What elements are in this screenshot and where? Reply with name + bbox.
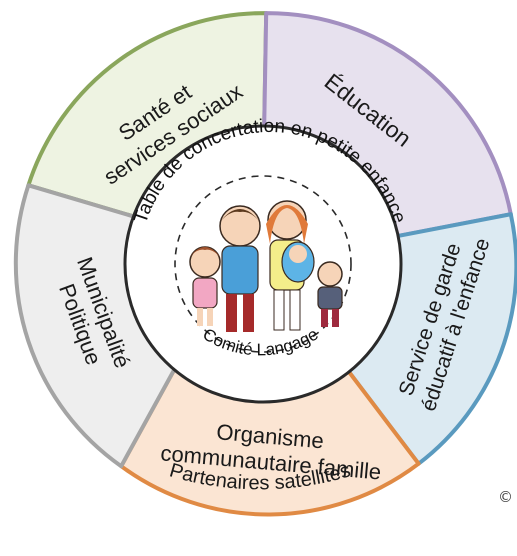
family-illustration [189, 200, 343, 332]
inner-circle [123, 124, 403, 404]
copyright-mark: © [498, 488, 513, 506]
inner-dashed-circle [174, 175, 352, 353]
